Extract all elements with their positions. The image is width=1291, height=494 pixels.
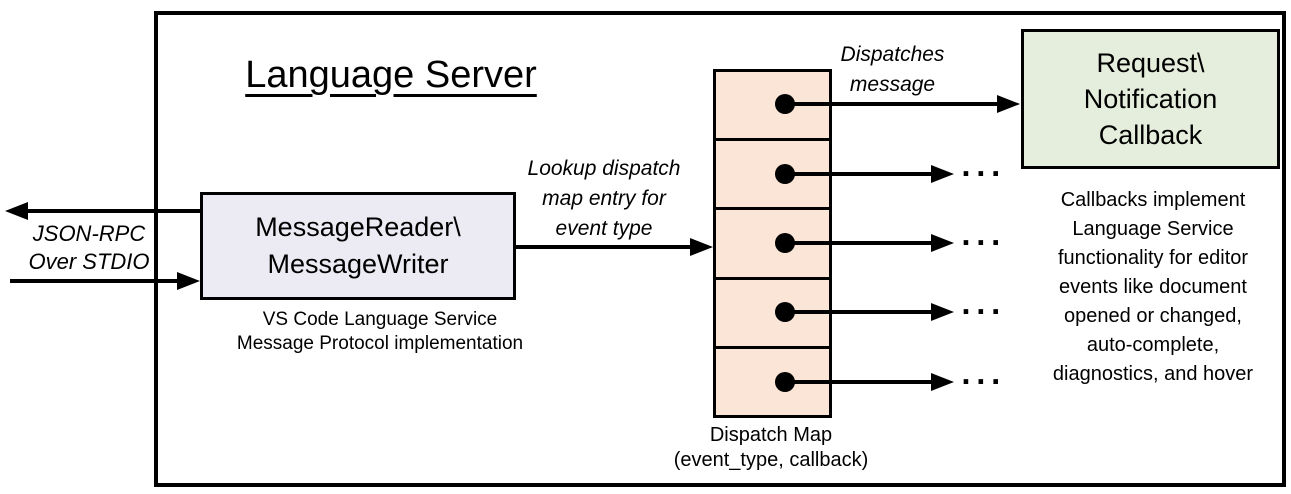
lookup-dispatch-label: Lookup dispatch map entry for event type	[527, 157, 681, 240]
json-rpc-stdio-label: JSON-RPC Over STDIO	[28, 221, 150, 274]
message-reader-writer-box: MessageReader\ MessageWriter	[200, 192, 516, 300]
dispatch-map-cell	[716, 349, 829, 415]
callbacks-note: Callbacks implement Language Service fun…	[1052, 189, 1254, 385]
message-reader-writer-caption: VS Code Language Service Message Protoco…	[236, 309, 524, 354]
dispatch-map-caption: Dispatch Map (event_type, callback)	[673, 424, 869, 471]
dispatch-map-cell	[716, 141, 829, 211]
ellipsis: ...	[961, 291, 1006, 321]
dispatch-map-column	[713, 69, 832, 418]
dispatch-map-cell	[716, 72, 829, 142]
dispatch-map-cell	[716, 280, 829, 349]
dispatches-message-label: Dispatches message	[840, 43, 945, 96]
diagram-title: Language Server	[245, 54, 537, 96]
dispatch-map-cell	[716, 210, 829, 280]
ellipsis: ...	[961, 153, 1006, 183]
ellipsis: ...	[961, 222, 1006, 252]
request-notification-callback-box: Request\ Notification Callback	[1021, 29, 1280, 169]
ellipsis: ...	[961, 361, 1006, 391]
